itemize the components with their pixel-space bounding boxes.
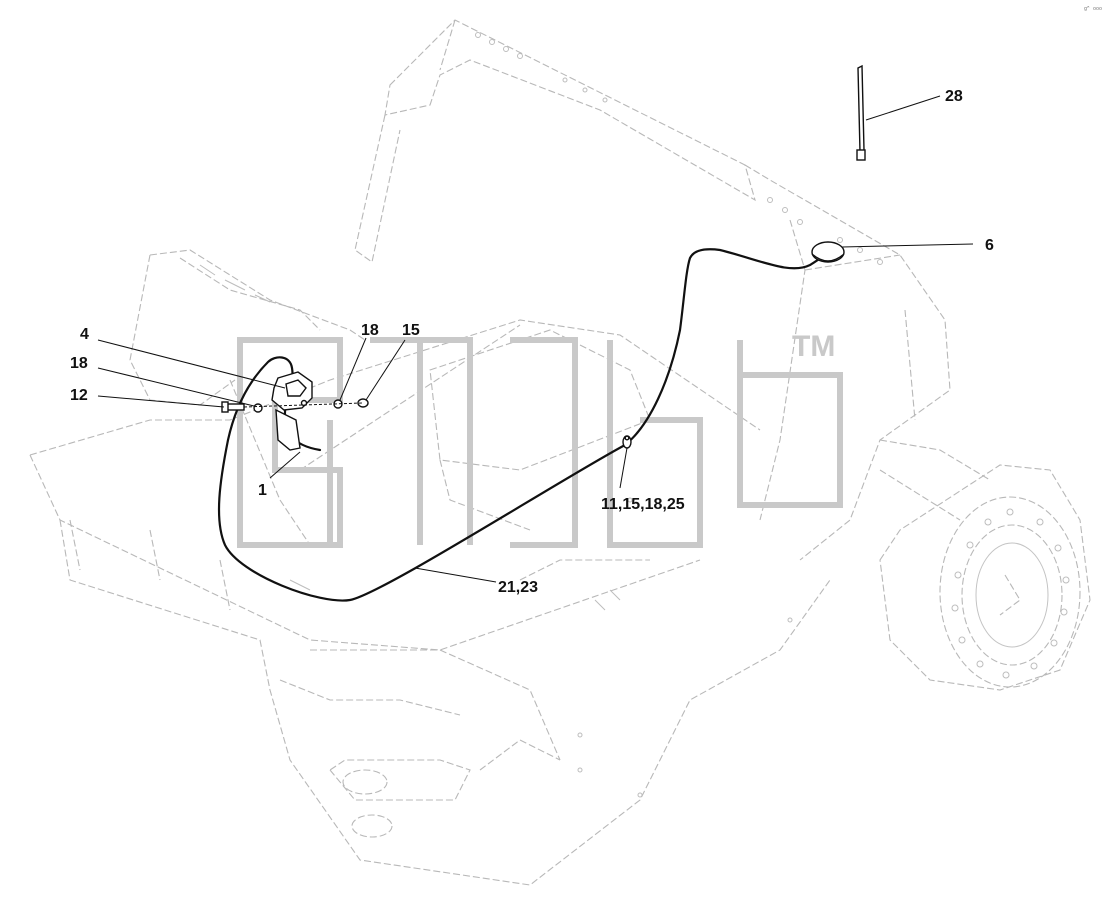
- cable-tie-28: [856, 64, 866, 161]
- drawing-code: gᴿ ooo: [1084, 6, 1102, 12]
- machine-frame-outline: [29, 19, 1091, 886]
- leader-lines: [97, 95, 974, 583]
- callout-12: 12: [70, 387, 88, 404]
- callout-18-top: 18: [361, 322, 379, 339]
- callout-28: 28: [945, 88, 963, 105]
- callout-6: 6: [985, 237, 994, 254]
- washer-18-left: [253, 403, 263, 413]
- nut-15: [357, 398, 369, 408]
- watermark-logo: TM: [237, 330, 843, 548]
- callout-labels: 28 6 4 18 15 18 12 1 11,15,18,25 21,23: [70, 88, 994, 596]
- switch-bracket: [271, 371, 313, 451]
- wire-harness: [217, 248, 827, 602]
- callout-18-left: 18: [70, 355, 88, 372]
- callout-1: 1: [258, 482, 267, 499]
- callout-11-15-18-25: 11,15,18,25: [601, 496, 685, 513]
- bolt-12: [221, 401, 245, 413]
- callout-15: 15: [402, 322, 420, 339]
- cap-6: [811, 241, 845, 263]
- callout-4: 4: [80, 326, 89, 343]
- watermark-tm: TM: [792, 330, 835, 363]
- callout-21-23: 21,23: [498, 579, 538, 596]
- harness-clip: [622, 435, 632, 449]
